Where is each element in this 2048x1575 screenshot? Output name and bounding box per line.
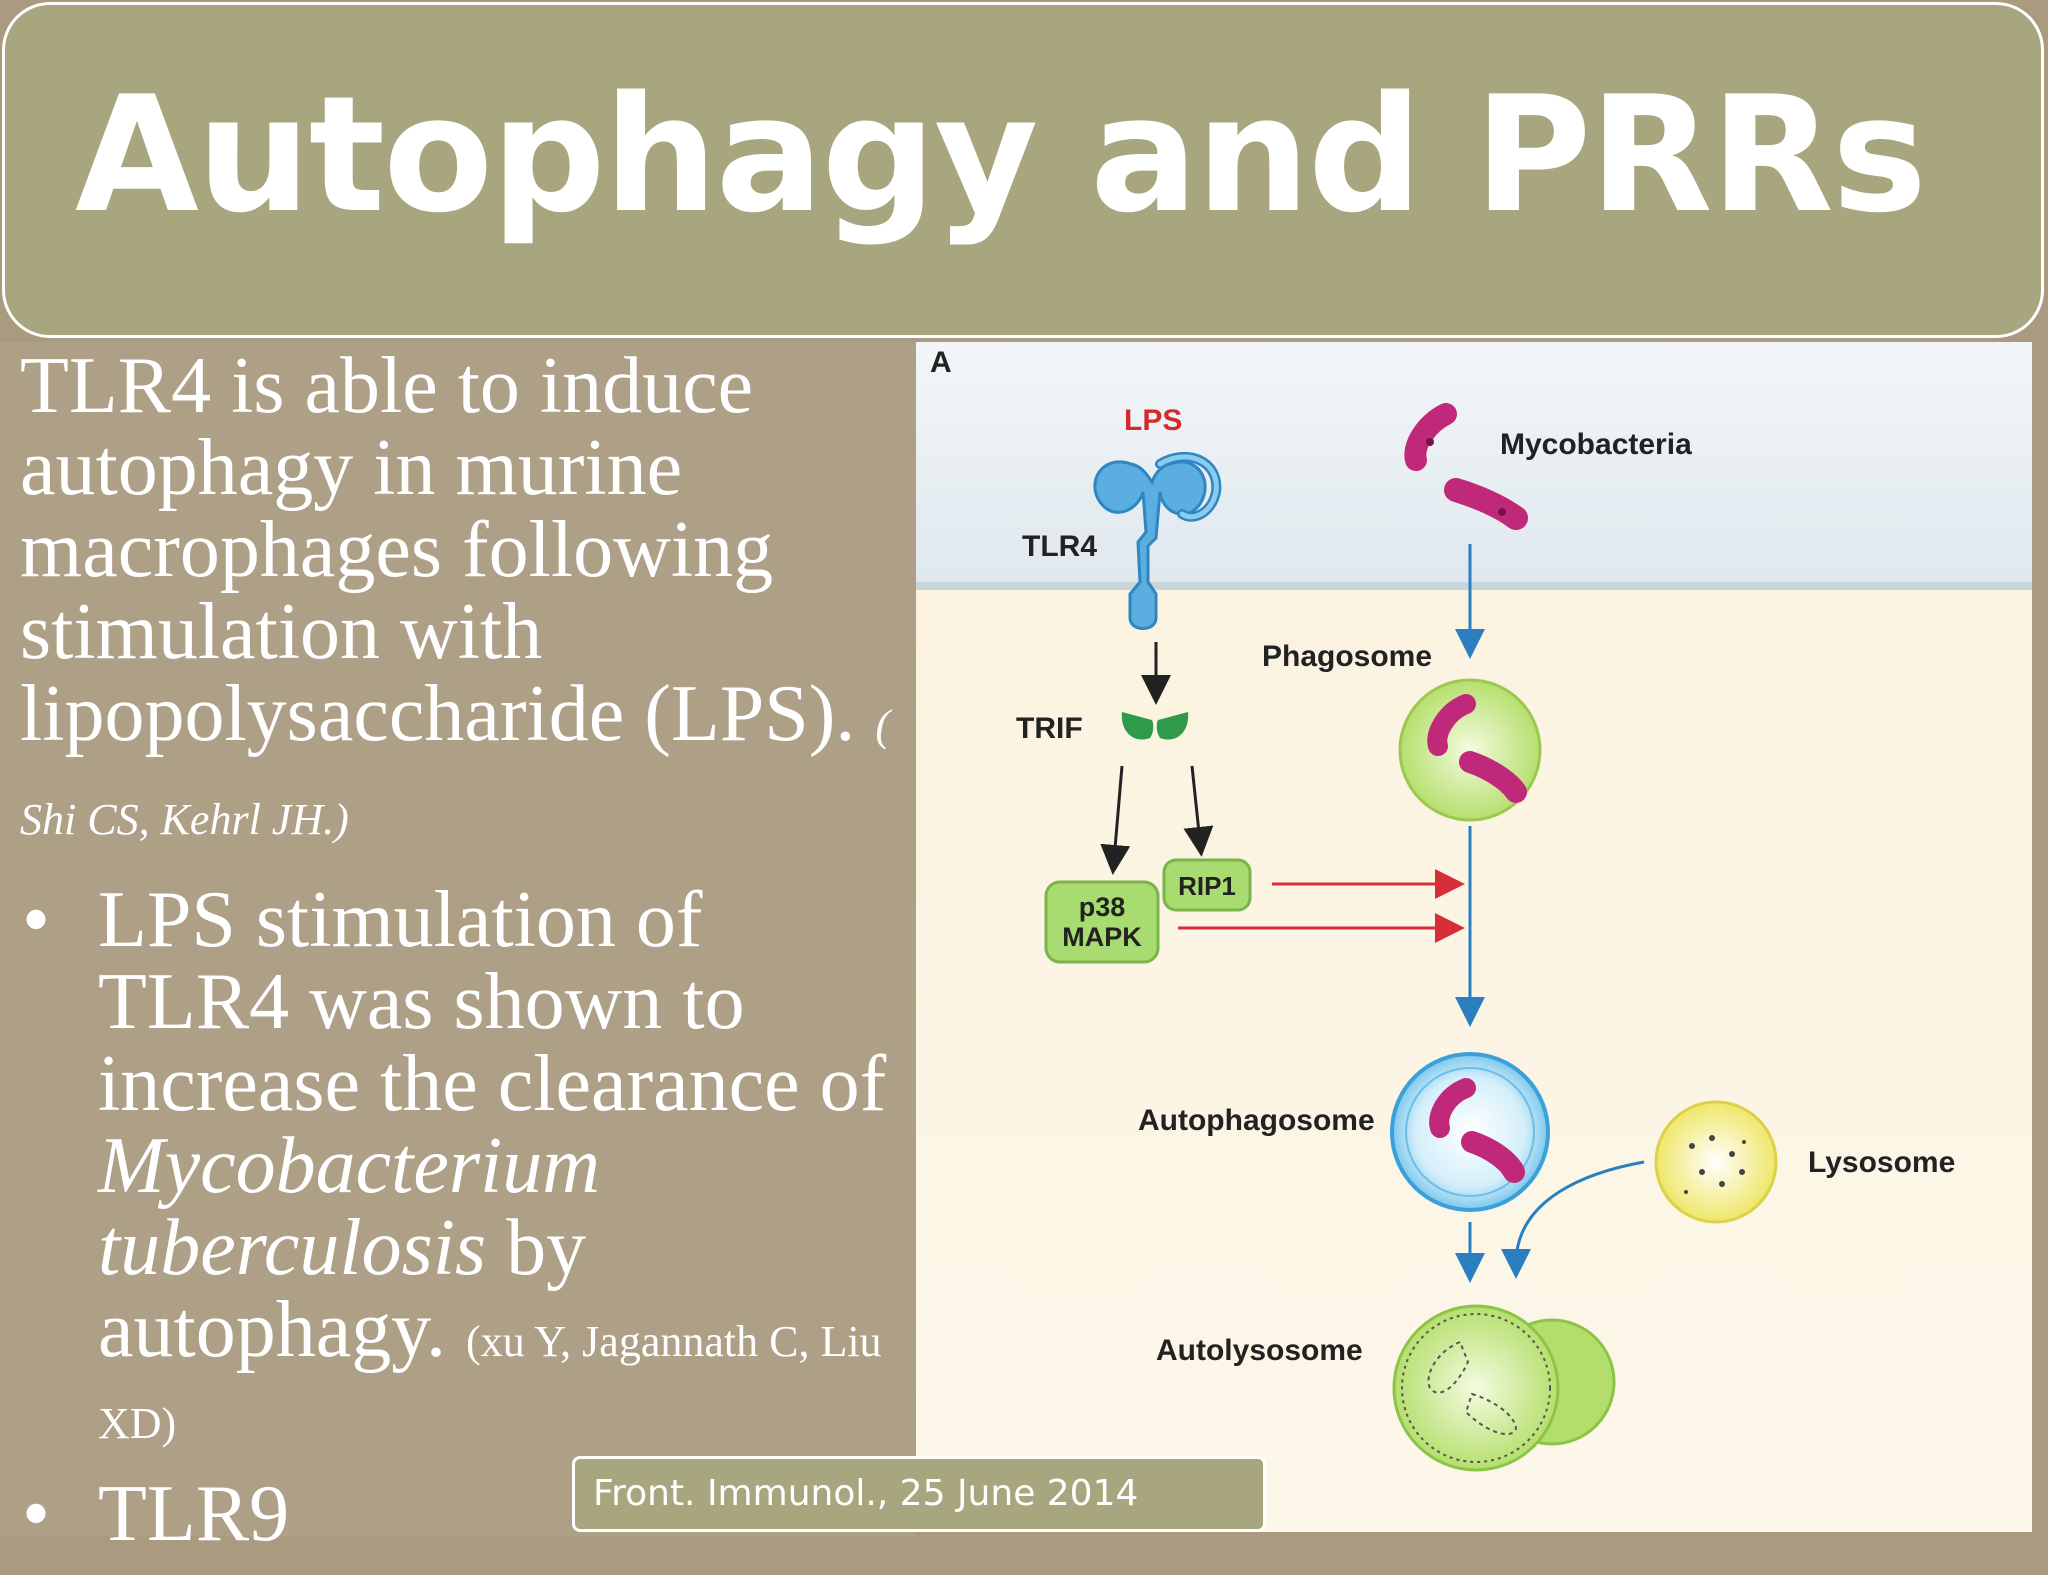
autolysosome-vesicle	[1392, 1304, 1560, 1472]
arrow-trif-rip1	[1183, 765, 1214, 857]
autophagosome-bacteria-icon	[1429, 1078, 1525, 1183]
mycobacteria-icon	[1404, 403, 1528, 530]
p38-mapk-box	[1044, 880, 1160, 964]
intro-text: TLR4 is able to induce autophagy in muri…	[20, 342, 856, 758]
mycobacteria-label: Mycobacteria	[1500, 428, 1692, 461]
trif-icon	[1121, 712, 1189, 740]
bullet-marker: •	[22, 876, 51, 964]
source-caption: Front. Immunol., 25 June 2014	[572, 1456, 1266, 1532]
autophagy-diagram: A LPS TLR4 TRIF p38 MAPK RIP1	[916, 342, 2032, 1532]
bullet-text-end: by autophagy.	[98, 1204, 587, 1374]
title-bar: Autophagy and PRRs	[2, 2, 2044, 338]
autophagosome-label: Autophagosome	[1138, 1104, 1375, 1137]
bullet-citation: (xu Y, Jagannath C, Liu XD)	[98, 1317, 882, 1448]
bullet-item: • LPS stimulation of TLR4 was shown to i…	[20, 879, 900, 1453]
bullet-marker: •	[22, 1470, 51, 1558]
intro-paragraph: TLR4 is able to induce autophagy in muri…	[20, 345, 900, 861]
tlr4-receptor-icon	[1093, 451, 1222, 630]
trif-label: TRIF	[1016, 712, 1083, 745]
degraded-bacteria-icon	[1427, 1340, 1518, 1436]
tlr4-label: TLR4	[1022, 530, 1097, 563]
intro-citation: ( Shi CS, Kehrl JH.)	[20, 701, 891, 844]
extracellular-space	[916, 342, 2032, 587]
rip1-label: RIP1	[1178, 871, 1236, 901]
p38-label-line2: MAPK	[1062, 922, 1142, 952]
bullet-text-italic: Mycobacterium tuberculosis	[98, 1122, 601, 1292]
bullet-text: LPS stimulation of TLR4 was shown to inc…	[98, 876, 887, 1128]
panel-label: A	[930, 346, 952, 379]
left-text-panel	[0, 342, 916, 1536]
bullet-text: TLR9	[98, 1470, 290, 1558]
autolysosome-label: Autolysosome	[1156, 1334, 1363, 1367]
lysosome-vesicle	[1654, 1100, 1778, 1224]
arrow-trif-p38	[1100, 765, 1131, 875]
bullet-list: • LPS stimulation of TLR4 was shown to i…	[20, 879, 900, 1555]
lps-label: LPS	[1124, 404, 1182, 437]
p38-label-line1: p38	[1079, 892, 1126, 922]
lysosome-dots	[1684, 1135, 1746, 1194]
body-text: TLR4 is able to induce autophagy in muri…	[20, 345, 900, 1575]
phagosome-bacteria-icon	[1427, 694, 1527, 803]
arrow-lysosome-autolysosome	[1501, 1160, 1645, 1279]
slide-title: Autophagy and PRRs	[75, 61, 1927, 248]
lysosome-label: Lysosome	[1808, 1146, 1955, 1179]
rip1-box	[1162, 858, 1252, 912]
membrane-line	[916, 582, 2032, 590]
phagosome-label: Phagosome	[1262, 640, 1432, 673]
